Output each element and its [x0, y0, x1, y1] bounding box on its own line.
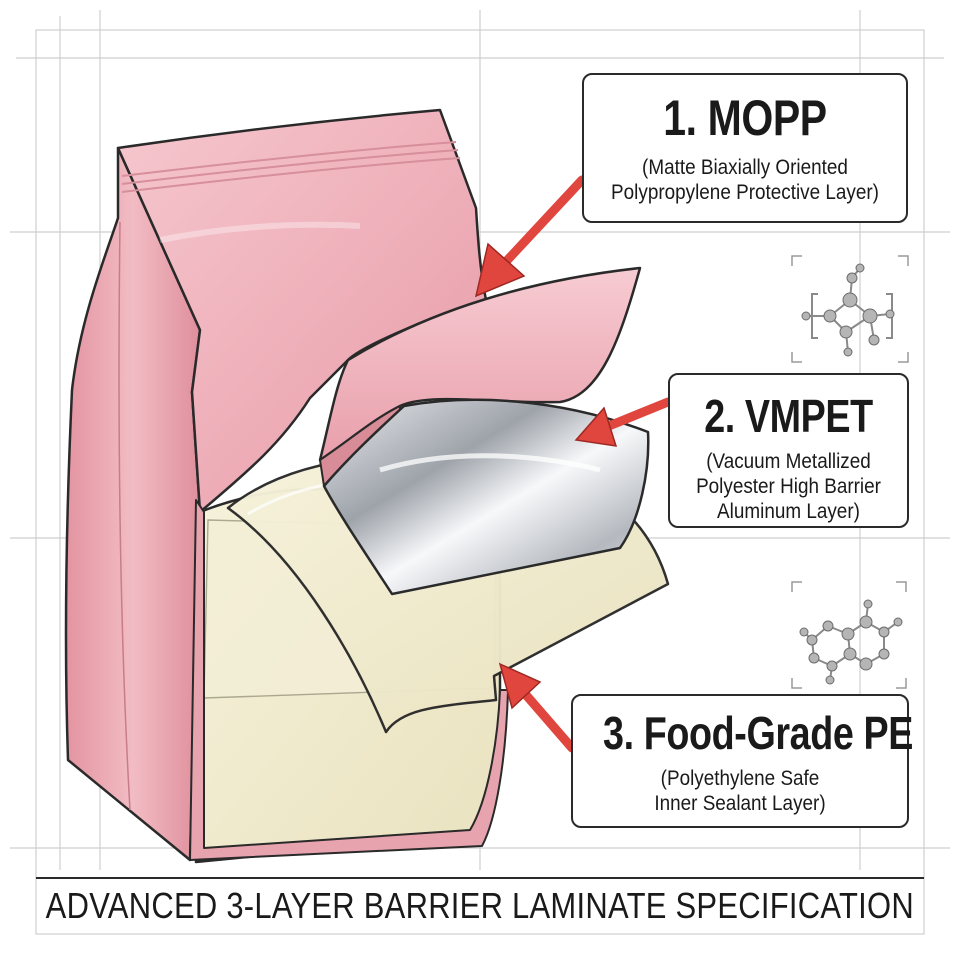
layer-description-line: (Polyethylene Safe	[660, 767, 820, 790]
layer-title: 1. MOPP	[663, 90, 827, 146]
vmpet-layer	[322, 398, 650, 596]
molecule-icon	[791, 255, 909, 363]
arrow-icon	[498, 662, 577, 753]
layer-description-line: Aluminum Layer)	[717, 500, 860, 523]
layer-description-line: Inner Sealant Layer)	[654, 792, 826, 815]
vmpet-shine	[379, 453, 601, 473]
arrow-icon	[474, 175, 587, 298]
layer-description-line: Polyester High Barrier	[696, 475, 881, 498]
front-shine	[159, 221, 361, 243]
callout-vmpet: 2. VMPET (Vacuum Metallized Polyester Hi…	[668, 373, 909, 528]
bag-bottom-frame	[189, 499, 509, 861]
callout-mopp: 1. MOPP (Matte Biaxially Oriented Polypr…	[582, 73, 908, 223]
layer-description-line: (Matte Biaxially Oriented	[642, 156, 848, 179]
gusset-fold-line	[118, 221, 131, 811]
zipper-seal	[121, 141, 461, 193]
layer-description-line: (Vacuum Metallized	[706, 450, 871, 473]
bag-side-gusset	[64, 146, 202, 862]
callout-food-grade-pe: 3. Food-Grade PE (Polyethylene Safe Inne…	[571, 694, 913, 828]
layer-title: 3. Food-Grade PE	[603, 707, 913, 759]
footer-caption: ADVANCED 3-LAYER BARRIER LAMINATE SPECIF…	[36, 878, 924, 934]
arrow-icon	[574, 397, 673, 447]
layer-description-line: Polypropylene Protective Layer)	[611, 181, 879, 204]
layer-title: 2. VMPET	[704, 390, 873, 442]
molecule-icon	[791, 581, 907, 689]
footer-caption-text: ADVANCED 3-LAYER BARRIER LAMINATE SPECIF…	[45, 885, 915, 926]
